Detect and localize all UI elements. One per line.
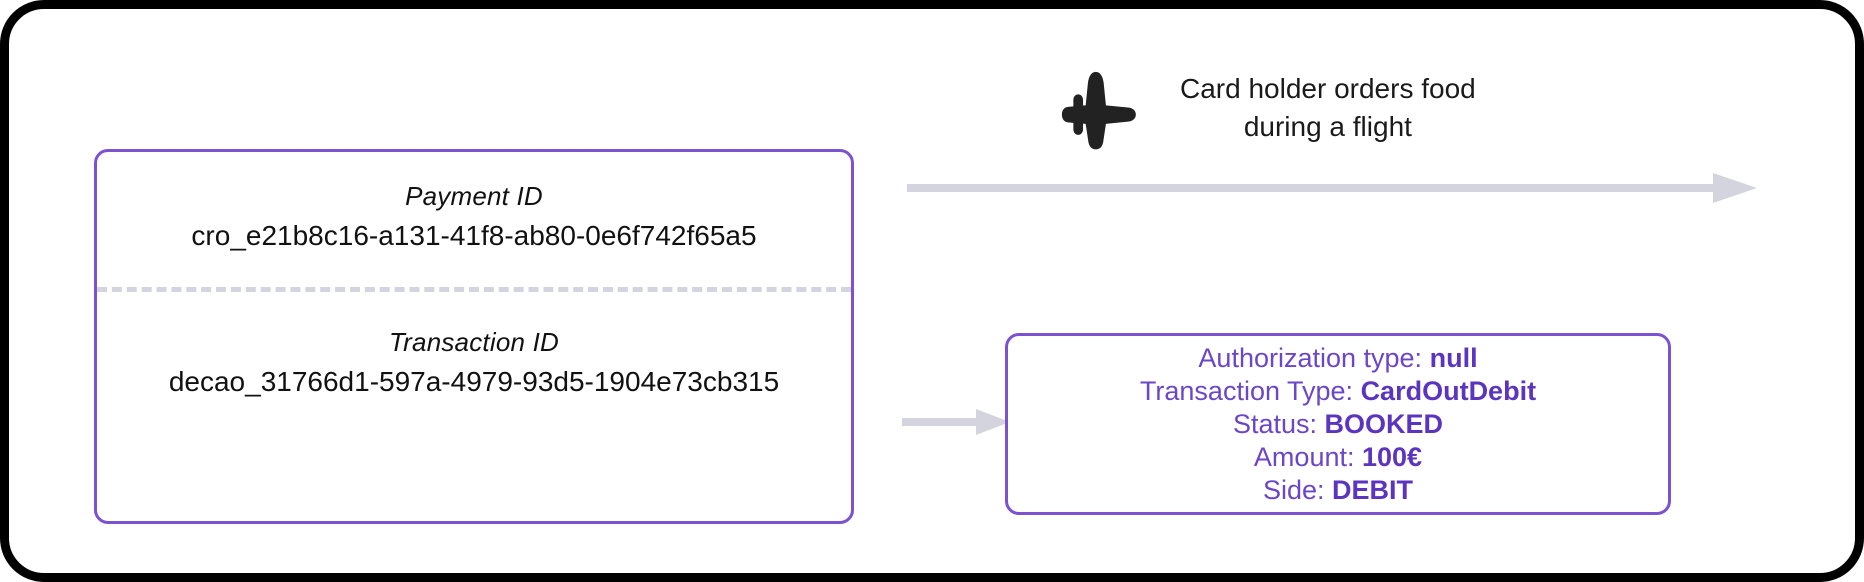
payment-id-label: Payment ID bbox=[405, 181, 543, 211]
detail-value-amount: 100€ bbox=[1362, 441, 1423, 472]
detail-row-status: Status: BOOKED bbox=[1233, 408, 1443, 441]
detail-row-amount: Amount: 100€ bbox=[1254, 441, 1422, 474]
detail-row-transaction-type: Transaction Type: CardOutDebit bbox=[1140, 375, 1536, 408]
detail-value-transaction-type: CardOutDebit bbox=[1360, 375, 1537, 406]
transaction-id-section: Transaction ID decao_31766d1-597a-4979-9… bbox=[97, 322, 851, 402]
detail-value-side: DEBIT bbox=[1332, 474, 1414, 505]
card-dashed-divider bbox=[97, 287, 851, 292]
identifiers-card: Payment ID cro_e21b8c16-a131-41f8-ab80-0… bbox=[94, 149, 854, 524]
detail-label-transaction-type: Transaction Type: bbox=[1139, 375, 1354, 406]
detail-value-status: BOOKED bbox=[1324, 408, 1444, 439]
flight-annotation: Card holder orders food during a flight bbox=[1054, 64, 1476, 152]
flight-caption-text: Card holder orders food during a flight bbox=[1180, 73, 1476, 142]
transaction-details-box: Authorization type: null Transaction Typ… bbox=[1005, 333, 1671, 515]
detail-row-side: Side: DEBIT bbox=[1263, 474, 1413, 507]
detail-value-authorization-type: null bbox=[1429, 342, 1478, 373]
detail-label-amount: Amount: bbox=[1253, 441, 1355, 472]
payment-id-value: cro_e21b8c16-a131-41f8-ab80-0e6f742f65a5 bbox=[191, 220, 757, 251]
airplane-icon bbox=[1061, 71, 1136, 150]
flow-arrow-long bbox=[907, 173, 1757, 203]
detail-row-authorization-type: Authorization type: null bbox=[1198, 342, 1477, 375]
detail-label-status: Status: bbox=[1232, 408, 1317, 439]
detail-label-authorization-type: Authorization type: bbox=[1198, 342, 1423, 373]
payment-id-section: Payment ID cro_e21b8c16-a131-41f8-ab80-0… bbox=[97, 176, 851, 256]
transaction-id-value: decao_31766d1-597a-4979-93d5-1904e73cb31… bbox=[168, 366, 780, 397]
detail-label-side: Side: bbox=[1262, 474, 1325, 505]
transaction-id-label: Transaction ID bbox=[389, 327, 559, 357]
flow-arrow-short bbox=[902, 409, 1010, 435]
